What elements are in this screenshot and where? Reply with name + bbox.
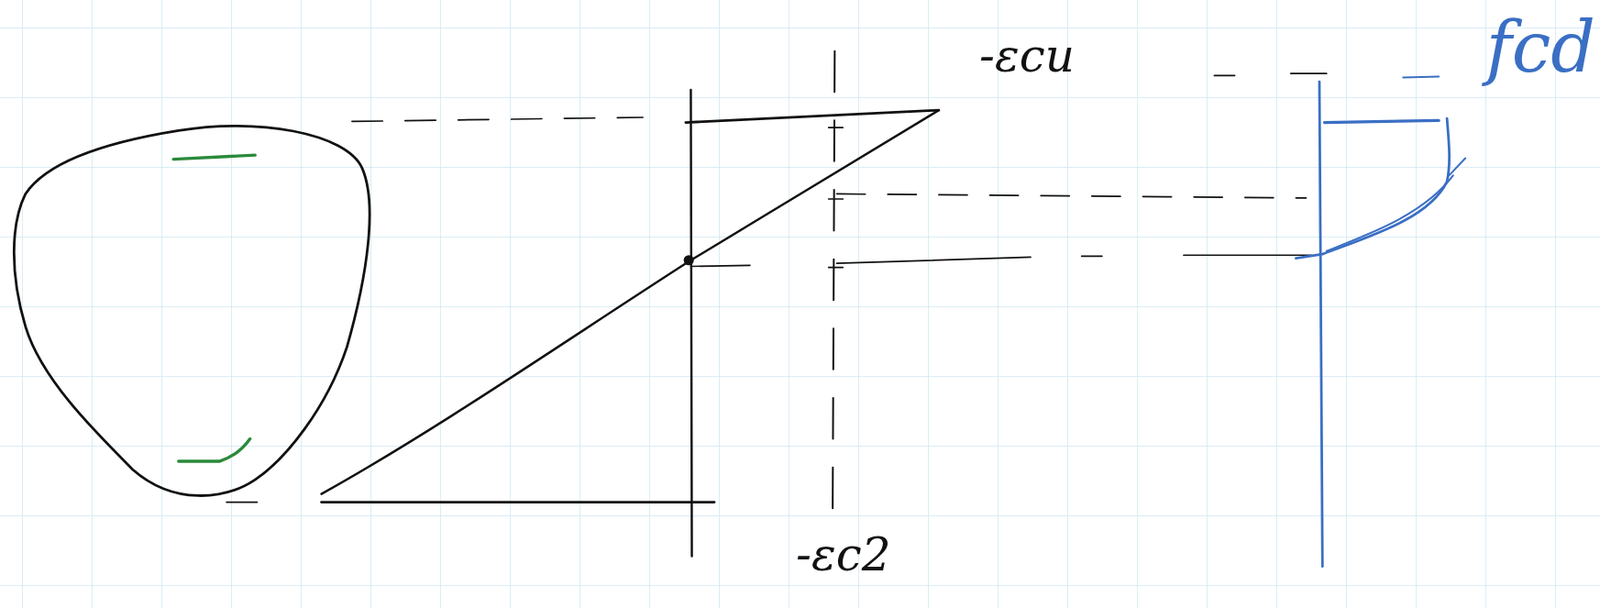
stress-axis — [1319, 81, 1323, 567]
projection-line — [1402, 76, 1439, 78]
stress-block — [1326, 157, 1466, 251]
stress-label: fcd — [1486, 12, 1596, 83]
section-outline — [13, 125, 370, 496]
strain-top — [685, 110, 939, 122]
strain-line — [321, 110, 939, 494]
rebar-bottom — [178, 439, 251, 462]
projection-line — [352, 117, 643, 122]
tick — [690, 264, 751, 266]
projection-line — [1213, 73, 1326, 76]
projection-line — [837, 193, 1307, 198]
strain-axis — [690, 89, 692, 557]
neutral-axis-dot — [684, 254, 695, 265]
projection-line — [226, 501, 257, 504]
projection-line — [837, 254, 1312, 264]
rebar-top — [173, 154, 255, 159]
stress-block — [1295, 118, 1449, 258]
strain-label: -εcu — [979, 33, 1075, 79]
strain-label: -εc2 — [795, 531, 892, 578]
stress-top — [1324, 120, 1440, 122]
tick — [828, 127, 844, 267]
strain-bottom — [321, 500, 715, 504]
ec2-line — [832, 51, 835, 511]
